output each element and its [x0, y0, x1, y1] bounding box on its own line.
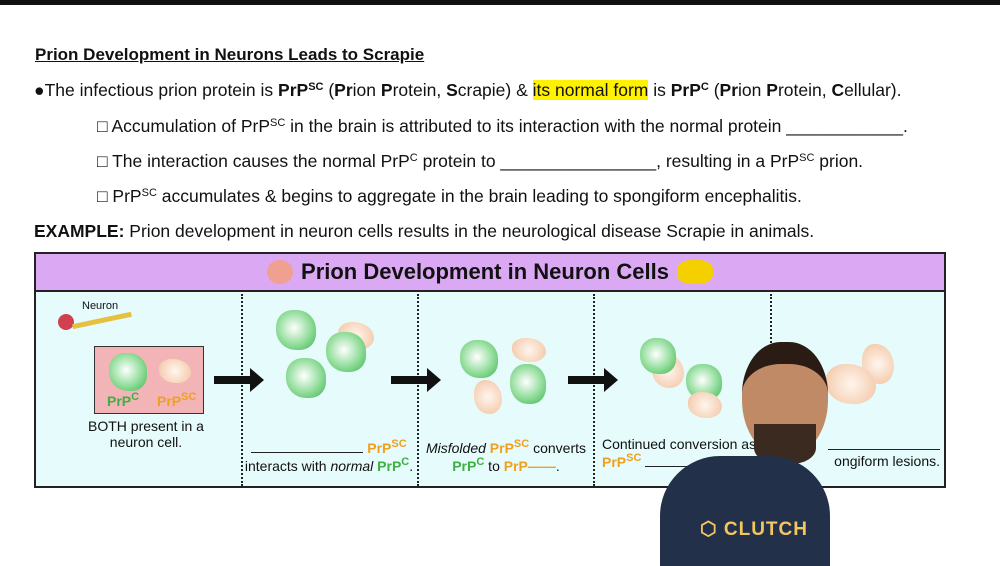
step4-caption: Continued conversion as PrPSC	[602, 436, 757, 470]
top-bar	[0, 0, 1000, 5]
arrow	[214, 368, 264, 392]
sub-bullet-1: □ Accumulation of PrPSC in the brain is …	[97, 116, 908, 136]
step5-caption: ongiform lesions.	[828, 436, 940, 469]
divider	[593, 294, 595, 486]
example-line: EXAMPLE: Prion development in neuron cel…	[34, 221, 815, 241]
slide-heading: Prion Development in Neurons Leads to Sc…	[35, 45, 425, 64]
diagram-title: Prion Development in Neuron Cells	[301, 259, 669, 284]
divider	[241, 294, 243, 486]
diagram-header: Prion Development in Neuron Cells	[36, 254, 944, 292]
cell-box: PrPC PrPSC	[94, 346, 204, 414]
brain-icon	[267, 260, 294, 284]
divider	[417, 294, 419, 486]
arrow	[568, 368, 618, 392]
sponge-icon	[676, 260, 713, 284]
neuron-icon	[44, 304, 134, 334]
highlight: its normal form	[532, 80, 649, 100]
sub-bullet-2: □ The interaction causes the normal PrPC…	[97, 151, 864, 171]
arrow	[391, 368, 441, 392]
step3-caption: Misfolded PrPSC converts PrPC to PrP——.	[425, 438, 587, 474]
shirt-logo: ⬡ CLUTCH	[700, 519, 808, 540]
presenter-shirt	[660, 456, 830, 566]
main-bullet: ●The infectious prion protein is PrPSC (…	[34, 80, 902, 100]
step2-caption: PrPSC interacts with normal PrPC.	[244, 438, 414, 474]
presenter-video: ⬡ CLUTCH	[650, 338, 890, 566]
neuron-label: Neuron	[82, 300, 119, 312]
sub-bullet-3: □ PrPSC accumulates & begins to aggregat…	[97, 186, 802, 206]
